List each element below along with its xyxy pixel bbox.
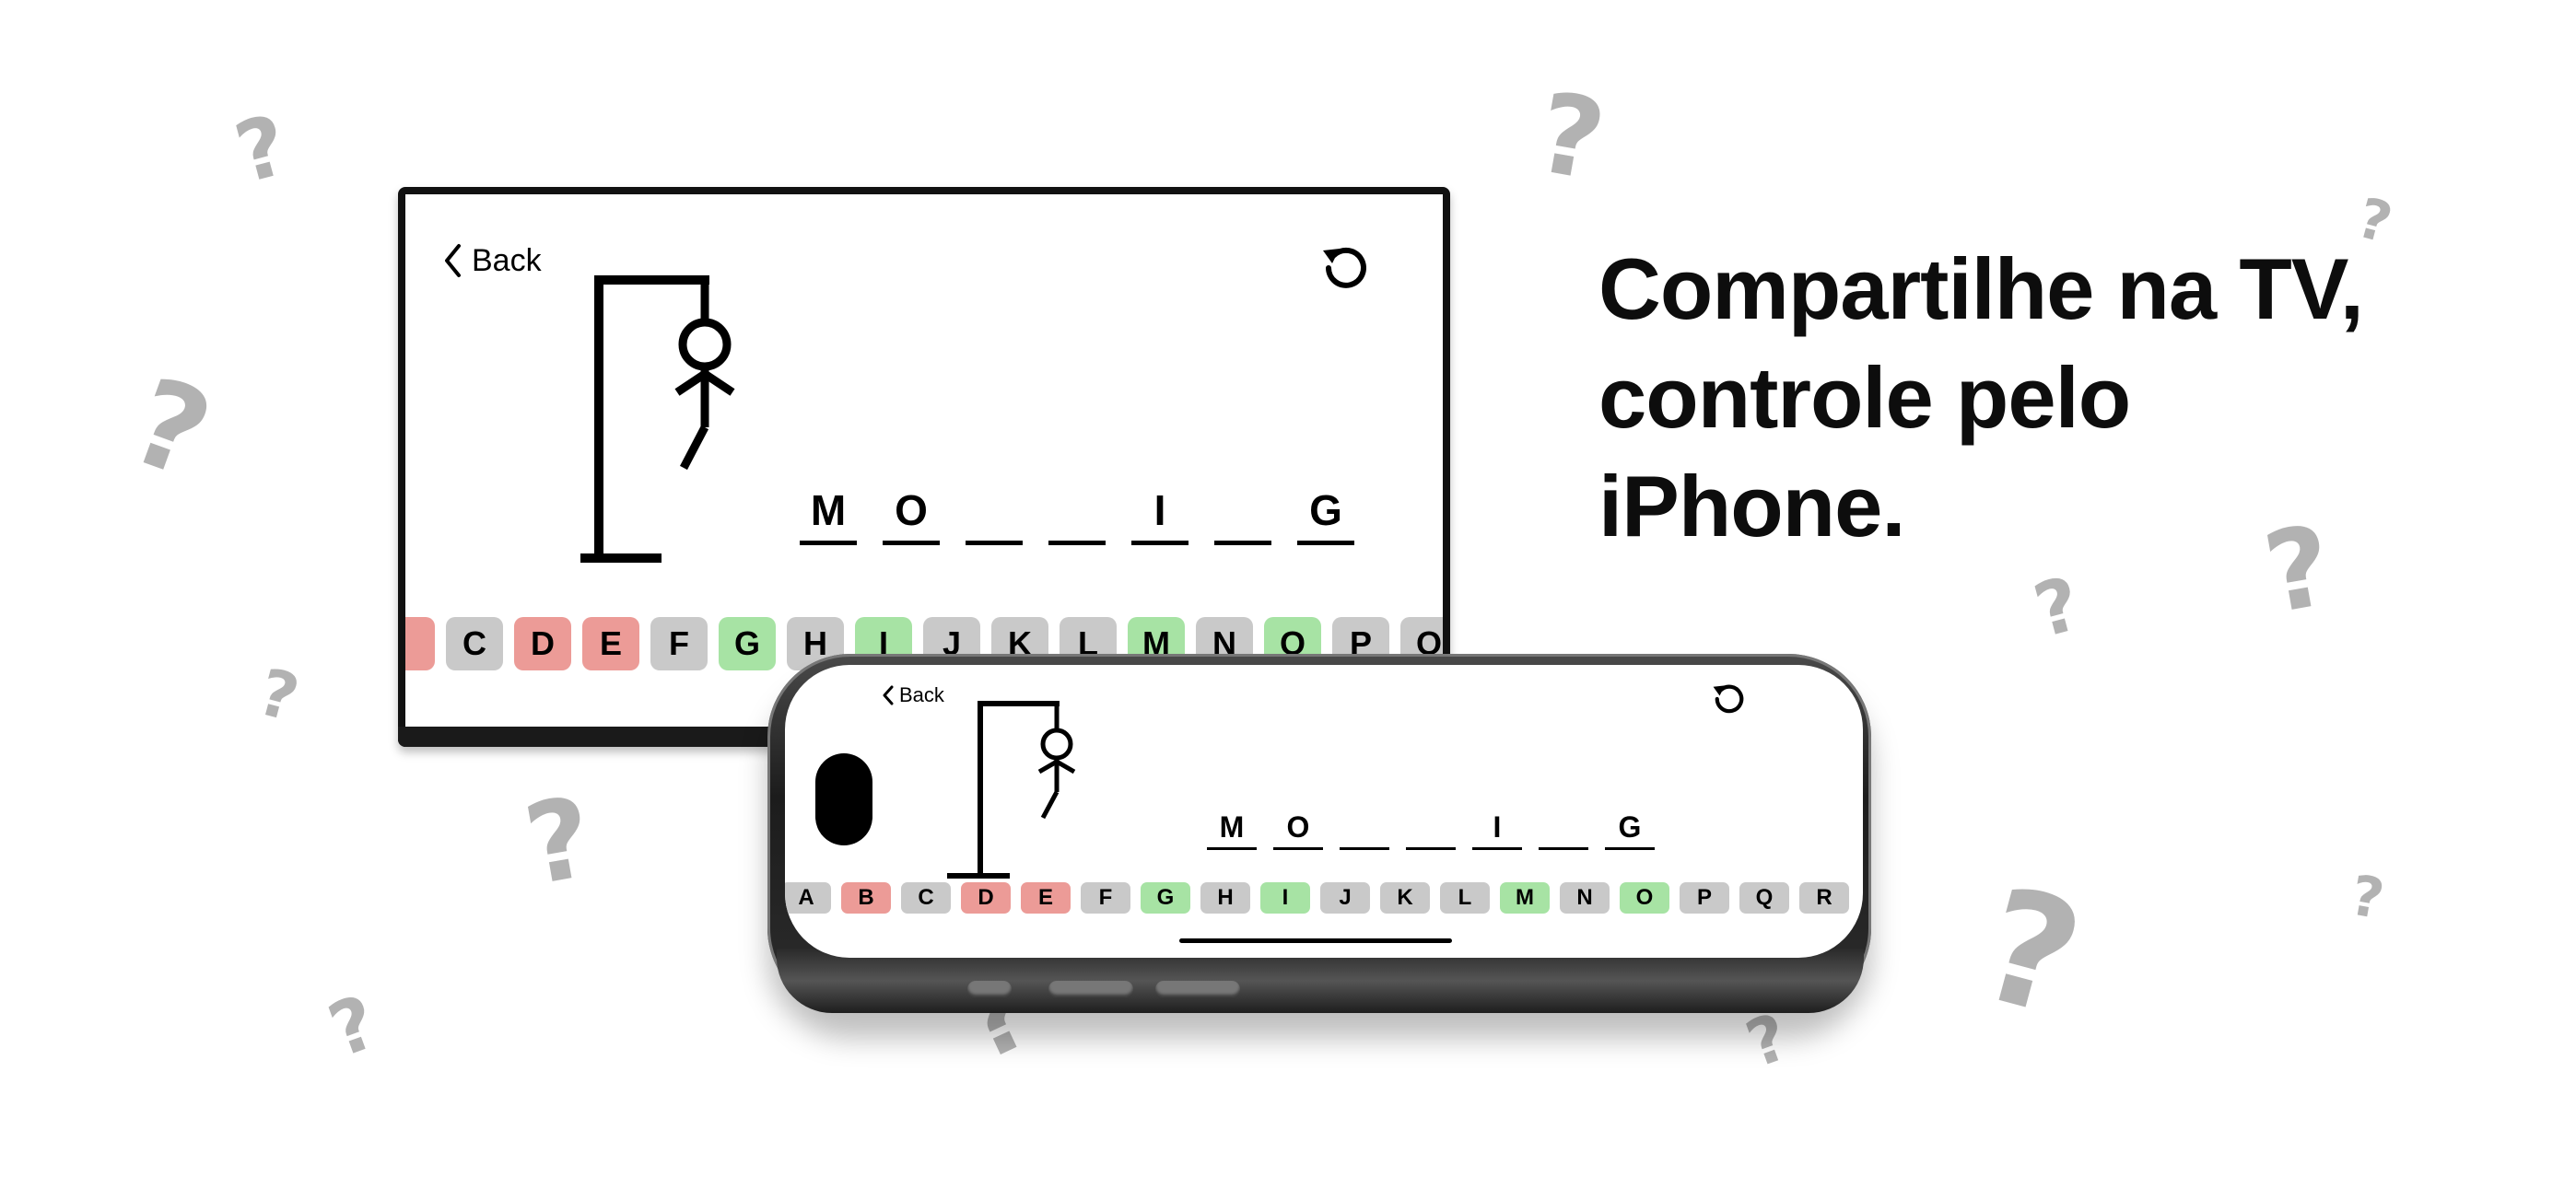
- letter-key[interactable]: E: [1021, 882, 1071, 914]
- question-mark-decor: ?: [2025, 560, 2090, 655]
- dynamic-island: [815, 753, 872, 845]
- question-mark-decor: ?: [226, 97, 298, 203]
- word-slot: [1048, 489, 1106, 545]
- letter-key[interactable]: O: [1620, 882, 1669, 914]
- word-slot-underline: [1214, 541, 1271, 545]
- word-slot: O: [1273, 812, 1323, 850]
- letter-key[interactable]: Q: [1739, 882, 1789, 914]
- word-slot-letter: O: [1286, 810, 1310, 844]
- word-slot-letter: G: [1309, 486, 1342, 534]
- letter-key[interactable]: N: [1560, 882, 1610, 914]
- phone-back-label: Back: [899, 683, 944, 706]
- word-slot: [1340, 812, 1389, 850]
- letter-key[interactable]: B: [841, 882, 891, 914]
- restart-icon[interactable]: [1708, 678, 1751, 720]
- word-slot-letter: O: [895, 486, 928, 534]
- word-slot-underline: [1207, 847, 1257, 850]
- word-slot-letter: I: [1153, 486, 1166, 534]
- letter-key[interactable]: I: [1260, 882, 1310, 914]
- letter-key[interactable]: K: [1380, 882, 1430, 914]
- tv-back-label: Back: [472, 242, 542, 278]
- word-slot-underline: [1131, 541, 1188, 545]
- word-slot: [1539, 812, 1588, 850]
- question-mark-decor: ?: [1737, 998, 1798, 1083]
- word-slot-letter: M: [1219, 810, 1245, 844]
- word-slot-underline: [1406, 847, 1456, 850]
- letter-key[interactable]: L: [1440, 882, 1490, 914]
- word-slot: [966, 489, 1023, 545]
- letter-key[interactable]: R: [1799, 882, 1849, 914]
- tv-gallows-figure: [580, 275, 735, 563]
- word-slot: M: [800, 489, 857, 545]
- word-slot: G: [1297, 489, 1354, 545]
- iphone-frame-edge: [777, 949, 1864, 1013]
- tv-back-button[interactable]: Back: [442, 242, 542, 279]
- word-slot-letter: M: [810, 486, 847, 534]
- letter-key[interactable]: H: [1200, 882, 1250, 914]
- phone-back-button[interactable]: Back: [882, 683, 944, 707]
- letter-key[interactable]: E: [582, 617, 639, 670]
- chevron-left-icon: [445, 244, 461, 277]
- word-slot: O: [883, 489, 940, 545]
- word-slot-letter: I: [1493, 810, 1502, 844]
- letter-key[interactable]: C: [901, 882, 951, 914]
- word-slot: I: [1131, 489, 1188, 545]
- iphone-volume-up-button: [1048, 981, 1133, 997]
- headline-line-3: iPhone.: [1598, 458, 1905, 554]
- home-indicator: [1179, 938, 1452, 943]
- word-slot-underline: [1297, 541, 1354, 545]
- letter-key[interactable]: J: [1320, 882, 1370, 914]
- phone-gallows-figure: [947, 701, 1076, 879]
- question-mark-decor: ?: [114, 350, 228, 507]
- letter-key[interactable]: A: [785, 882, 831, 914]
- word-slot-letter: G: [1618, 810, 1642, 844]
- letter-key[interactable]: G: [1141, 882, 1190, 914]
- restart-icon[interactable]: [1316, 238, 1376, 298]
- question-mark-decor: ?: [318, 978, 388, 1075]
- word-slot: [1406, 812, 1456, 850]
- word-slot-underline: [1340, 847, 1389, 850]
- letter-key[interactable]: P: [1680, 882, 1729, 914]
- word-slot-underline: [1472, 847, 1522, 850]
- letter-key[interactable]: D: [961, 882, 1011, 914]
- headline-line-2: controle pelo: [1598, 349, 2131, 446]
- letter-key[interactable]: C: [446, 617, 503, 670]
- word-slot: I: [1472, 812, 1522, 850]
- word-slot-underline: [966, 541, 1023, 545]
- question-mark-decor: ?: [2346, 863, 2389, 933]
- letter-key[interactable]: G: [719, 617, 776, 670]
- word-slot-underline: [1048, 541, 1106, 545]
- question-mark-decor: ?: [1963, 853, 2099, 1054]
- letter-key[interactable]: F: [650, 617, 708, 670]
- question-mark-decor: ?: [251, 654, 307, 737]
- letter-key[interactable]: [405, 617, 435, 670]
- letter-key[interactable]: M: [1500, 882, 1550, 914]
- headline-line-1: Compartilhe na TV,: [1598, 240, 2364, 337]
- letter-key[interactable]: D: [514, 617, 571, 670]
- word-slot: M: [1207, 812, 1257, 850]
- chevron-left-icon: [883, 685, 894, 705]
- word-slot: [1214, 489, 1271, 545]
- iphone-action-button: [967, 981, 1012, 997]
- headline: Compartilhe na TV, controle pelo iPhone.: [1598, 235, 2520, 561]
- word-slot-underline: [1605, 847, 1655, 850]
- word-slot-underline: [1273, 847, 1323, 850]
- word-slot-underline: [800, 541, 857, 545]
- word-slot-underline: [1539, 847, 1588, 850]
- iphone-volume-down-button: [1155, 981, 1240, 997]
- question-mark-decor: ?: [1528, 69, 1614, 206]
- word-slot: G: [1605, 812, 1655, 850]
- word-slot-underline: [883, 541, 940, 545]
- letter-key[interactable]: F: [1081, 882, 1130, 914]
- question-mark-decor: ?: [516, 774, 603, 911]
